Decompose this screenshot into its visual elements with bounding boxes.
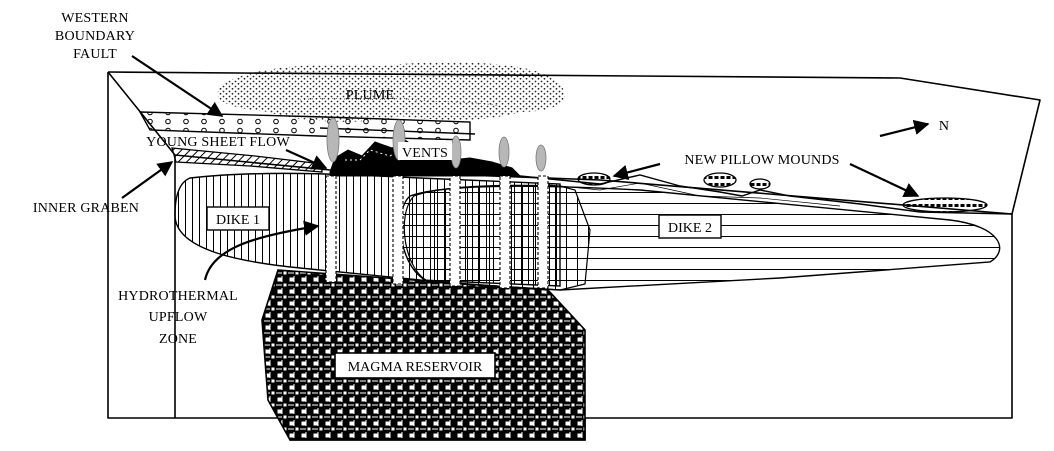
pillow-mounds <box>577 172 988 213</box>
upflow-zone-5 <box>537 175 549 289</box>
inner-graben-label: INNER GRABEN <box>33 201 139 216</box>
pillow-mound-1 <box>577 172 611 186</box>
hydrothermal-upflow-arrow <box>203 220 320 281</box>
western-boundary-fault-arrow <box>131 55 224 117</box>
upflow-zone-4 <box>499 175 511 289</box>
hydrothermal-plume <box>217 62 566 122</box>
hydrothermal-upflow-zone-label-line-2: UPFLOW <box>149 310 208 325</box>
north-arrow-icon <box>879 119 930 138</box>
vents-label: VENTS <box>402 146 448 161</box>
young-sheet-flow <box>171 147 323 173</box>
dike-overlap-zone <box>403 184 591 291</box>
dike-2-label: DIKE 2 <box>668 221 712 236</box>
pillow-mound-2 <box>703 172 737 188</box>
hydrothermal-upflow-zones <box>325 175 549 289</box>
vent-fluid-columns <box>326 117 547 172</box>
vent-column-1 <box>326 117 340 163</box>
western-boundary-fault-label-line-2: BOUNDARY <box>55 29 135 44</box>
vent-column-4 <box>498 136 510 168</box>
north-label: N <box>939 119 949 134</box>
upflow-zone-2 <box>392 175 404 285</box>
upflow-zone-3 <box>449 175 461 287</box>
pillow-mound-arrow-left <box>612 162 661 180</box>
western-boundary-fault-label: WESTERN BOUNDARY FAULT <box>55 11 135 62</box>
vents-label-box: VENTS <box>398 142 452 161</box>
young-sheet-flow-label: YOUNG SHEET FLOW <box>146 135 290 150</box>
western-boundary-fault-label-line-3: FAULT <box>73 47 117 62</box>
dike-1-label-box: DIKE 1 <box>206 206 270 231</box>
pillow-mound-4 <box>902 197 988 213</box>
inner-graben-arrow <box>121 161 174 199</box>
hydrothermal-upflow-zone-label-line-3: ZONE <box>159 332 197 347</box>
plume-label: PLUME <box>346 88 394 103</box>
vent-column-3 <box>450 135 462 169</box>
dike-1-label: DIKE 1 <box>216 213 260 228</box>
upflow-zone-1 <box>325 175 337 283</box>
pillow-mound-3 <box>749 178 771 190</box>
hydrothermal-upflow-zone-label: HYDROTHERMAL UPFLOW ZONE <box>118 289 238 347</box>
north-arrow: N <box>879 119 949 138</box>
magma-reservoir-label: MAGMA RESERVOIR <box>348 360 483 375</box>
young-sheet-flow-arrow <box>285 148 328 170</box>
magma-reservoir-label-box: MAGMA RESERVOIR <box>334 352 496 379</box>
hydrothermal-upflow-zone-label-line-1: HYDROTHERMAL <box>118 289 238 304</box>
vent-column-5 <box>535 144 547 172</box>
western-boundary-fault-label-line-1: WESTERN <box>61 11 129 26</box>
pillow-mound-arrow-right <box>849 163 920 198</box>
new-pillow-mounds-label: NEW PILLOW MOUNDS <box>684 153 839 168</box>
dike-2-label-box: DIKE 2 <box>658 214 722 239</box>
